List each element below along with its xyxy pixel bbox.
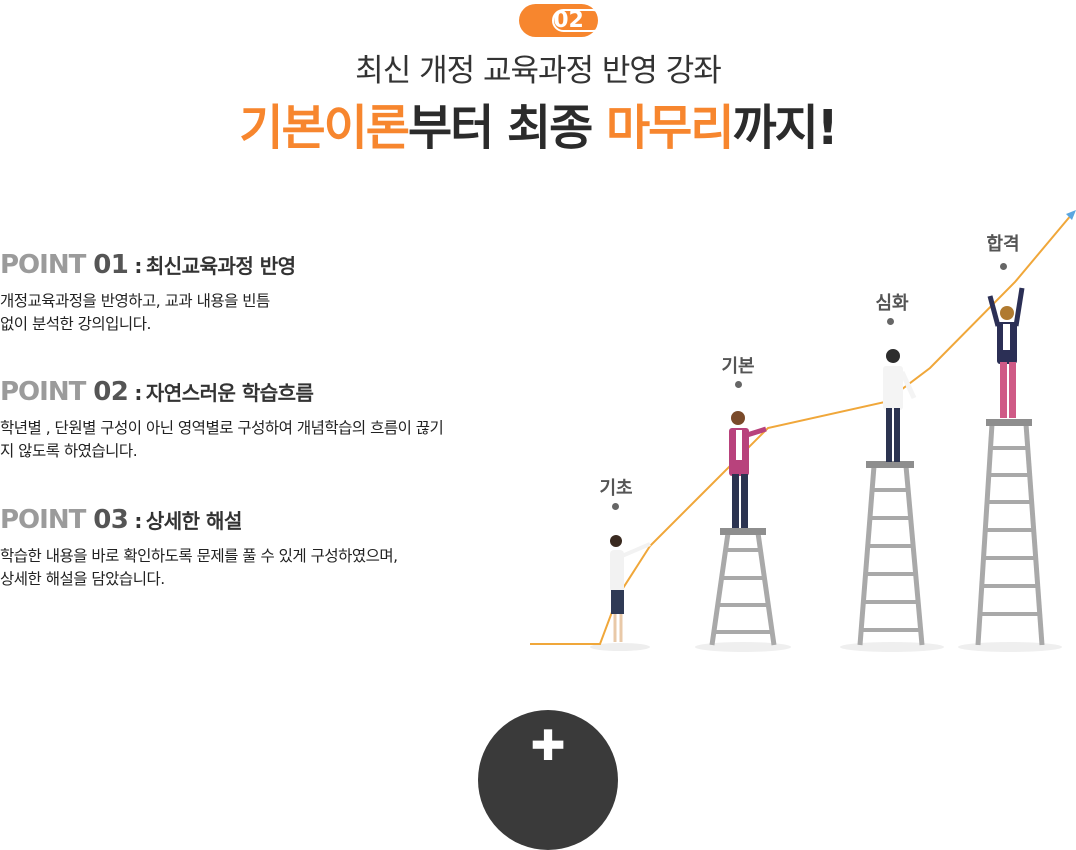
point-description: 개정교육과정을 반영하고, 교과 내용을 빈틈 없이 분석한 강의입니다. (0, 290, 296, 336)
stage-label-advanced: 심화 (875, 293, 909, 314)
page-subtitle: 최신 개정 교육과정 반영 강좌 (355, 53, 722, 89)
point-description: 학습한 내용을 바로 확인하도록 문제를 풀 수 있게 구성하였으며, 상세한 … (0, 545, 398, 591)
stage-dot (612, 503, 619, 510)
expand-button[interactable]: ✚ (478, 710, 618, 850)
stage-dot (735, 381, 742, 388)
stage-label-pass: 합격 (986, 234, 1020, 255)
page-headline: 기본이론부터 최종 마무리까지! (0, 88, 1076, 158)
point-item: POINT 03:상세한 해설 학습한 내용을 바로 확인하도록 문제를 풀 수… (0, 505, 398, 591)
section-number: 02 (553, 8, 584, 33)
growth-illustration (530, 210, 1076, 652)
headline-highlight-2: 마무리 (606, 100, 734, 156)
point-number: 01 (93, 250, 129, 280)
point-title: POINT 03:상세한 해설 (0, 505, 242, 535)
plus-icon: ✚ (530, 721, 566, 770)
point-description: 학년별 , 단원별 구성이 아닌 영역별로 구성하여 개념학습의 흐름이 끊기 … (0, 417, 444, 463)
growth-arrow-head (1066, 210, 1076, 220)
headline-highlight-1: 기본이론 (239, 100, 410, 156)
point-number: 03 (93, 505, 129, 535)
figure-basic (729, 411, 767, 528)
figure-advanced (883, 349, 917, 462)
ladder-2 (857, 465, 925, 646)
point-desc-line: 학습한 내용을 바로 확인하도록 문제를 풀 수 있게 구성하였으며, (0, 547, 398, 565)
point-item: POINT 01:최신교육과정 반영 개정교육과정을 반영하고, 교과 내용을 … (0, 250, 296, 336)
point-heading: 자연스러운 학습흐름 (145, 381, 314, 405)
headline-text-1: 부터 최종 (407, 100, 606, 156)
point-desc-line: 지 않도록 하였습니다. (0, 442, 138, 460)
stage-label-foundation: 기초 (599, 478, 633, 499)
point-number: 02 (93, 377, 129, 407)
point-label: POINT (0, 250, 86, 280)
point-title: POINT 02:자연스러운 학습흐름 (0, 377, 314, 407)
figure-pass (987, 287, 1025, 418)
stage-dot (1000, 263, 1007, 270)
point-item: POINT 02:자연스러운 학습흐름 학년별 , 단원별 구성이 아닌 영역별… (0, 377, 444, 463)
point-desc-line: 없이 분석한 강의입니다. (0, 315, 151, 333)
point-desc-line: 상세한 해설을 담았습니다. (0, 570, 165, 588)
stage-dot (887, 318, 894, 325)
section-number-badge: 02 (519, 4, 604, 37)
point-heading: 상세한 해설 (145, 509, 242, 533)
headline-text-2: 까지! (732, 100, 838, 156)
ladder-1 (709, 532, 777, 646)
figure-student (610, 535, 651, 642)
point-desc-line: 학년별 , 단원별 구성이 아닌 영역별로 구성하여 개념학습의 흐름이 끊기 (0, 419, 444, 437)
point-heading: 최신교육과정 반영 (145, 254, 296, 278)
point-label: POINT (0, 505, 86, 535)
stage-label-basic: 기본 (721, 356, 755, 377)
ladder-3 (975, 423, 1045, 646)
point-title: POINT 01:최신교육과정 반영 (0, 250, 296, 280)
point-label: POINT (0, 377, 86, 407)
point-desc-line: 개정교육과정을 반영하고, 교과 내용을 빈틈 (0, 292, 270, 310)
